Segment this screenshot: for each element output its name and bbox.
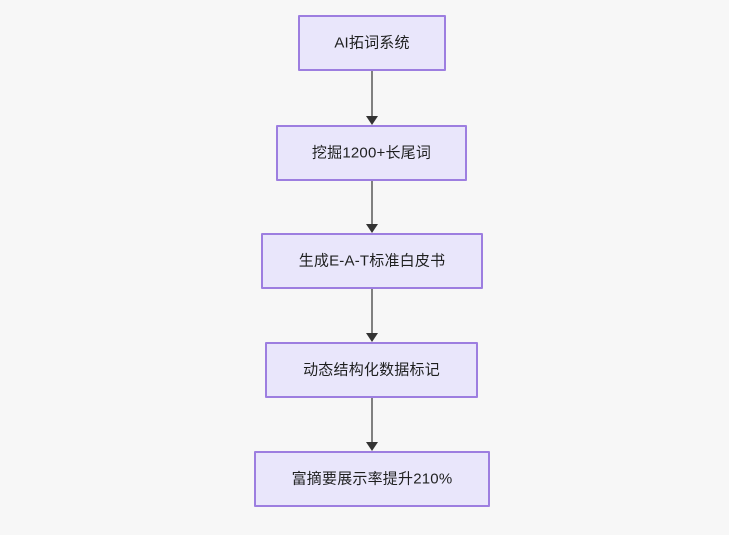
arrowhead-icon bbox=[366, 442, 378, 451]
arrowhead-icon bbox=[366, 224, 378, 233]
flow-edge-1-to-2 bbox=[366, 71, 378, 125]
edge-line bbox=[371, 71, 373, 117]
edge-line bbox=[371, 289, 373, 334]
flow-edge-4-to-5 bbox=[366, 398, 378, 451]
arrowhead-icon bbox=[366, 333, 378, 342]
edge-line bbox=[371, 181, 373, 225]
flow-node-label: 生成E-A-T标准白皮书 bbox=[298, 252, 446, 269]
flow-edge-3-to-4 bbox=[366, 289, 378, 342]
flow-node-label: 富摘要展示率提升210% bbox=[291, 470, 453, 487]
edge-line bbox=[371, 398, 373, 443]
flow-node-ai-keyword-system[interactable]: AI拓词系统 bbox=[298, 15, 446, 71]
flow-node-rich-snippet-impression-uplift[interactable]: 富摘要展示率提升210% bbox=[254, 451, 490, 507]
flow-edge-2-to-3 bbox=[366, 181, 378, 233]
arrowhead-icon bbox=[366, 116, 378, 125]
flow-node-mine-longtail-keywords[interactable]: 挖掘1200+长尾词 bbox=[276, 125, 467, 181]
flow-node-label: 动态结构化数据标记 bbox=[303, 361, 440, 378]
flow-node-dynamic-structured-data-markup[interactable]: 动态结构化数据标记 bbox=[265, 342, 478, 398]
flow-node-label: 挖掘1200+长尾词 bbox=[311, 144, 432, 161]
flow-node-generate-eat-whitepaper[interactable]: 生成E-A-T标准白皮书 bbox=[261, 233, 483, 289]
flow-node-label: AI拓词系统 bbox=[334, 34, 410, 51]
